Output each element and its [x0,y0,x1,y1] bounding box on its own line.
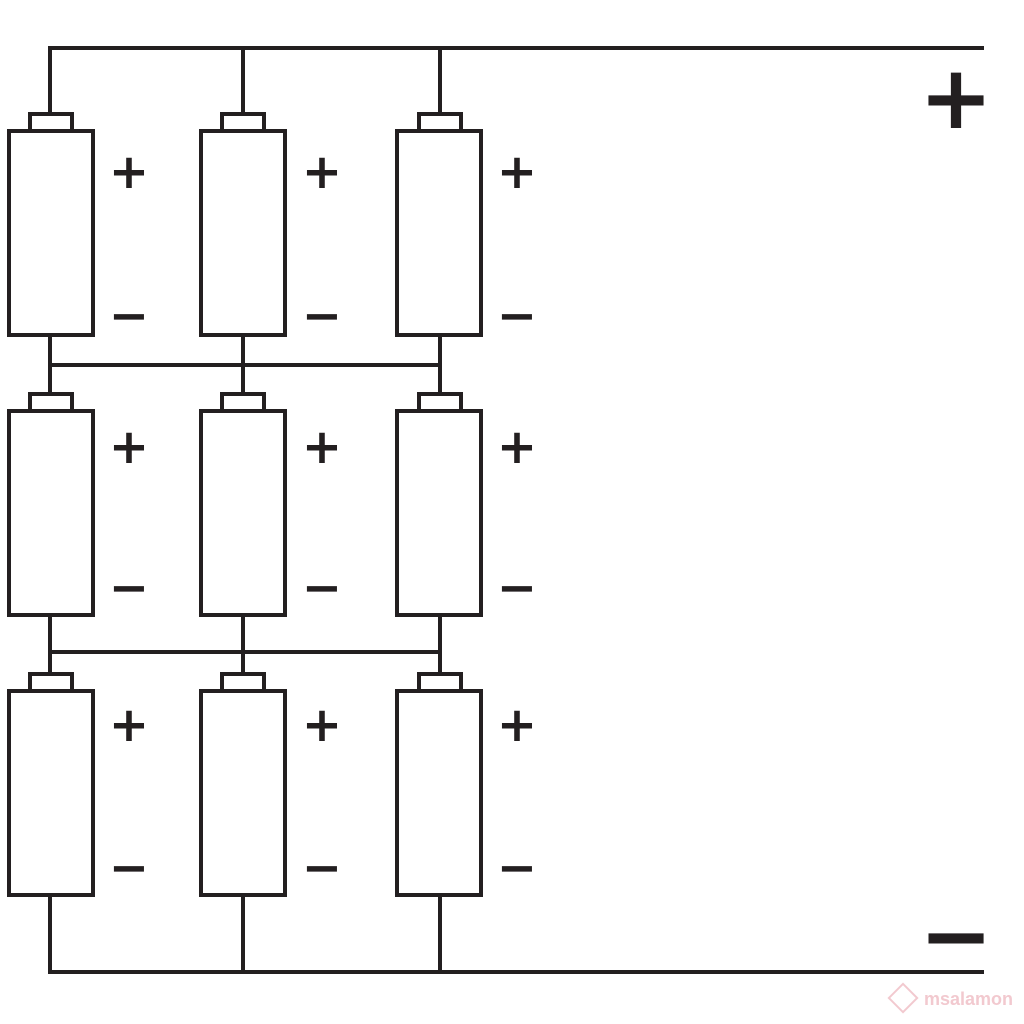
cell-positive-sign: + [109,697,149,753]
battery-cell: + − [199,392,342,617]
battery-body [199,409,287,617]
column-wires [48,46,442,974]
diamond-m-logo-icon [887,982,919,1014]
battery-body [7,689,95,897]
cell-positive-sign: + [497,697,537,753]
battery-cell: + − [395,392,537,617]
cell-negative-sign: − [109,840,149,896]
battery-cell: + − [199,112,342,344]
watermark-text: msalamon [924,989,1013,1009]
cell-negative-sign: − [109,560,149,616]
cell-negative-sign: − [302,288,342,344]
battery-cell: + − [199,672,342,897]
cell-negative-sign: − [497,840,537,896]
cell-negative-sign: − [497,560,537,616]
pack-positive-terminal: + [919,46,993,149]
watermark: msalamon [887,982,1013,1014]
battery-cell: + − [395,112,537,344]
battery-cell: + − [7,672,149,897]
battery-body [395,409,483,617]
cell-negative-sign: − [302,840,342,896]
battery-body [7,129,95,337]
battery-body [395,129,483,337]
pack-negative-terminal: − [919,884,993,987]
battery-body [7,409,95,617]
battery-body [199,689,287,897]
battery-body [395,689,483,897]
cell-negative-sign: − [109,288,149,344]
cell-positive-sign: + [497,144,537,200]
cell-positive-sign: + [109,419,149,475]
cell-negative-sign: − [497,288,537,344]
cell-negative-sign: − [302,560,342,616]
battery-cell: + − [7,392,149,617]
cell-positive-sign: + [497,419,537,475]
cell-positive-sign: + [109,144,149,200]
battery-cell: + − [395,672,537,897]
cell-positive-sign: + [302,697,342,753]
battery-body [199,129,287,337]
cell-positive-sign: + [302,419,342,475]
battery-cell: + − [7,112,149,344]
cell-positive-sign: + [302,144,342,200]
